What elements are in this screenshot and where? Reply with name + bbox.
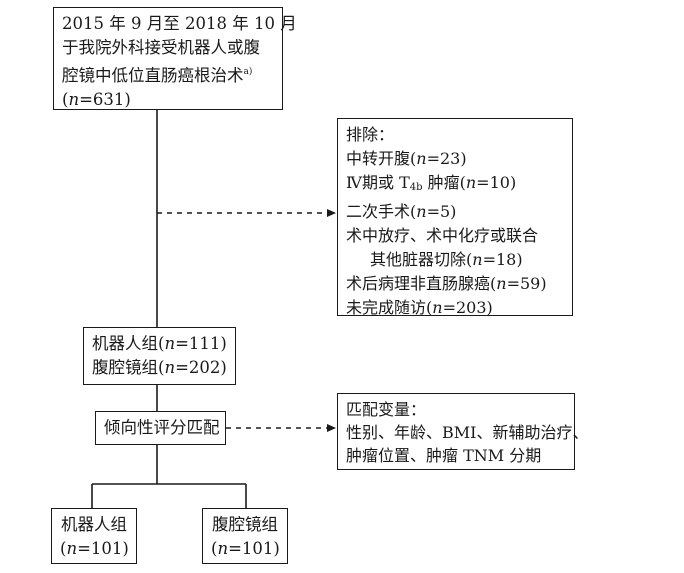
psm-label: 倾向性评分匹配	[104, 418, 220, 437]
matching-variables-box: 匹配变量： 性别、年龄、BMI、新辅助治疗、 肿瘤位置、肿瘤 TNM 分期	[337, 393, 589, 470]
exclusion-item-line2: 其他脏器切除(n=18)	[370, 250, 523, 269]
exclusion-text: 其他脏器切除	[370, 250, 467, 269]
variables-line-1: 性别、年龄、BMI、新辅助治疗、	[346, 423, 589, 442]
exclusion-title: 排除：	[346, 125, 395, 144]
enrollment-line-2: 于我院外科接受机器人或腹	[62, 38, 260, 57]
group-n: =202	[175, 358, 221, 377]
n-value: =631	[79, 90, 125, 109]
t4b-subscript: 4b	[409, 182, 423, 193]
enrollment-line-3: 腔镜中低位直肠癌根治术a)	[62, 60, 274, 88]
lap-group-count: 腹腔镜组(n=202)	[92, 358, 227, 377]
lap-final-label: 腹腔镜组	[212, 515, 278, 534]
exclusion-n: =5	[426, 202, 451, 221]
enrollment-line-3-text: 腔镜中低位直肠癌根治术	[62, 66, 244, 85]
robot-final-count: (n=101)	[60, 539, 129, 558]
exclusion-text: Ⅳ期或 T	[346, 173, 410, 192]
exclusion-item-line1: 术中放疗、术中化疗或联合	[346, 226, 539, 245]
robot-final-box: 机器人组 (n=101)	[51, 508, 137, 564]
lap-final-box: 腹腔镜组 (n=101)	[202, 508, 288, 564]
exclusion-text: 术后病理非直肠腺癌	[346, 274, 491, 293]
exclusion-item: Ⅳ期或 T4b 肿瘤(n=10)	[346, 173, 517, 193]
exclusion-text: 未完成随访	[346, 298, 427, 317]
exclusion-item: 术后病理非直肠腺癌(n=59)	[346, 274, 547, 293]
n-label: n	[68, 90, 80, 109]
exclusion-item: 二次手术(n=5)	[346, 202, 457, 221]
variables-title: 匹配变量：	[346, 400, 427, 419]
exclusion-n: =23	[426, 149, 461, 168]
robot-group-count: 机器人组(n=111)	[92, 334, 227, 353]
robot-final-label: 机器人组	[61, 515, 127, 534]
variables-line-2: 肿瘤位置、肿瘤 TNM 分期	[346, 446, 542, 465]
groups-box: 机器人组(n=111) 腹腔镜组(n=202)	[83, 327, 236, 385]
exclusion-box: 排除： 中转开腹(n=23) Ⅳ期或 T4b 肿瘤(n=10) 二次手术(n=5…	[337, 118, 573, 317]
group-text: 腹腔镜组	[92, 358, 158, 377]
psm-box: 倾向性评分匹配	[95, 411, 226, 445]
robot-final-n: =101	[77, 539, 123, 558]
lap-final-count: (n=101)	[211, 539, 280, 558]
exclusion-text: 肿瘤	[422, 173, 460, 192]
exclusion-text: 二次手术	[346, 202, 411, 221]
exclusion-item: 中转开腹(n=23)	[346, 149, 467, 168]
exclusion-text: 中转开腹	[346, 149, 411, 168]
group-n: =111	[175, 334, 221, 353]
enrollment-count: (n=631)	[62, 90, 131, 109]
enrollment-box: 2015 年 9 月至 2018 年 10 月 于我院外科接受机器人或腹 腔镜中…	[53, 7, 297, 110]
exclusion-n: =18	[482, 250, 517, 269]
footnote-mark: a)	[243, 67, 253, 77]
lap-final-n: =101	[228, 539, 274, 558]
enrollment-line-1: 2015 年 9 月至 2018 年 10 月	[62, 14, 297, 33]
exclusion-item: 未完成随访(n=203)	[346, 298, 493, 317]
exclusion-n: =10	[476, 173, 510, 192]
exclusion-n: =59	[506, 274, 541, 293]
group-text: 机器人组	[92, 334, 158, 353]
exclusion-n: =203	[442, 298, 487, 317]
